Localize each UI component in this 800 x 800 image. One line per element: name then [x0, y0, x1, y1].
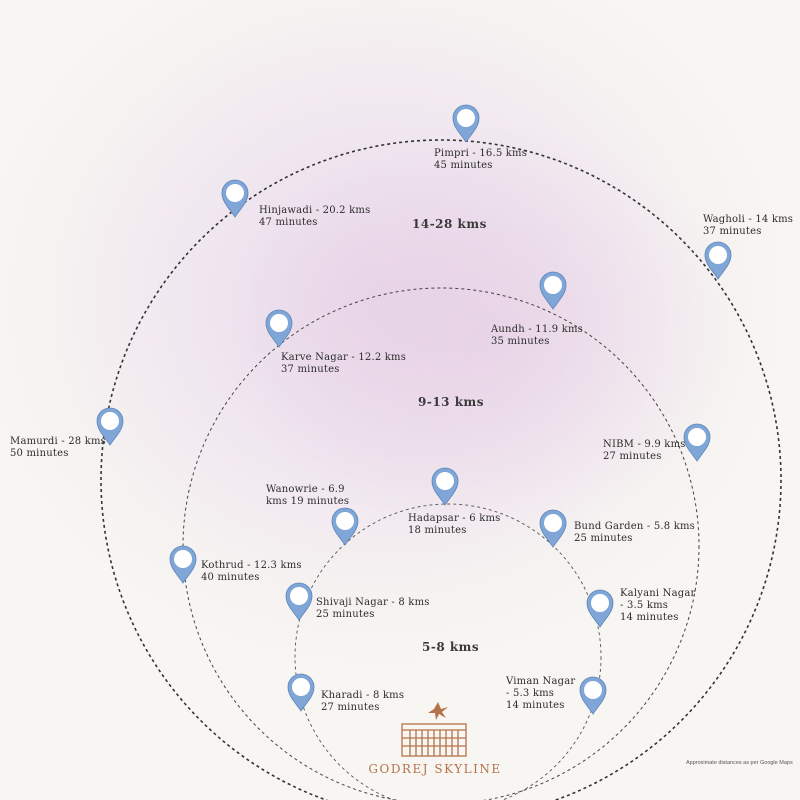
pin-icon[interactable] [286, 672, 316, 712]
location-viman-nagar: Viman Nagar - 5.3 kms 14 minutes [506, 676, 575, 712]
location-time: 45 minutes [434, 160, 493, 171]
location-time: 35 minutes [491, 336, 550, 347]
pin-icon[interactable] [95, 406, 125, 446]
ring-inner [294, 503, 602, 800]
location-name: NIBM - 9.9 kms [603, 439, 686, 450]
location-time: 18 minutes [408, 525, 467, 536]
location-hinjawadi: Hinjawadi - 20.2 kms 47 minutes [259, 205, 370, 229]
location-name: Wagholi - 14 kms [703, 214, 794, 225]
location-nibm: NIBM - 9.9 kms 27 minutes [603, 439, 686, 463]
location-time: kms 19 minutes [266, 496, 350, 507]
location-name: Hadapsar - 6 kms [408, 513, 501, 524]
pin-icon[interactable] [451, 103, 481, 143]
location-name: Hinjawadi - 20.2 kms [259, 205, 371, 216]
pin-icon[interactable] [168, 544, 198, 584]
location-name: Pimpri - 16.5 kms [434, 148, 528, 159]
pin-icon[interactable] [220, 178, 250, 218]
location-shivaji-nagar: Shivaji Nagar - 8 kms 25 minutes [316, 597, 430, 621]
location-kalyani-nagar: Kalyani Nagar - 3.5 kms 14 minutes [620, 588, 696, 624]
location-distance: - 5.3 kms [506, 688, 555, 699]
zone-label-middle: 9-13 kms [418, 395, 484, 409]
pin-icon[interactable] [703, 240, 733, 280]
location-time: 40 minutes [201, 572, 260, 583]
brand-block: GODREJ SKYLINE [360, 700, 510, 776]
location-name: Wanowrie - 6.9 [266, 484, 345, 495]
pin-icon[interactable] [682, 422, 712, 462]
location-name: Karve Nagar - 12.2 kms [281, 352, 407, 363]
distance-note: Approximate distances as per Google Maps [686, 760, 793, 766]
location-time: 25 minutes [574, 533, 633, 544]
pin-icon[interactable] [538, 508, 568, 548]
location-name: Aundh - 11.9 kms [491, 324, 583, 335]
location-kharadi: Kharadi - 8 kms 27 minutes [321, 690, 404, 714]
location-time: 27 minutes [321, 702, 380, 713]
location-wagholi: Wagholi - 14 kms 37 minutes [703, 214, 793, 238]
location-pimpri: Pimpri - 16.5 kms 45 minutes [434, 148, 527, 172]
location-bund-garden: Bund Garden - 5.8 kms 25 minutes [574, 521, 695, 545]
location-time: 37 minutes [281, 364, 340, 375]
location-distance: - 3.5 kms [620, 600, 669, 611]
location-karve-nagar: Karve Nagar - 12.2 kms 37 minutes [281, 352, 406, 376]
zone-label-outer: 14-28 kms [412, 217, 487, 231]
pin-icon[interactable] [585, 588, 615, 628]
location-time: 27 minutes [603, 451, 662, 462]
location-name: Kharadi - 8 kms [321, 690, 405, 701]
location-aundh: Aundh - 11.9 kms 35 minutes [491, 324, 583, 348]
location-time: 47 minutes [259, 217, 318, 228]
location-time: 14 minutes [506, 700, 565, 711]
location-mamurdi: Mamurdi - 28 kms 50 minutes [10, 436, 106, 460]
location-time: 14 minutes [620, 612, 679, 623]
location-time: 37 minutes [703, 226, 762, 237]
pin-icon[interactable] [264, 308, 294, 348]
pin-icon[interactable] [330, 506, 360, 546]
location-wanowrie: Wanowrie - 6.9 kms 19 minutes [266, 484, 349, 508]
pin-icon[interactable] [284, 581, 314, 621]
pin-icon[interactable] [430, 466, 460, 506]
brand-name: GODREJ SKYLINE [368, 762, 502, 776]
location-time: 50 minutes [10, 448, 69, 459]
location-name: Kalyani Nagar [620, 588, 696, 599]
location-hadapsar: Hadapsar - 6 kms 18 minutes [408, 513, 500, 537]
pin-icon[interactable] [578, 675, 608, 715]
location-time: 25 minutes [316, 609, 375, 620]
pin-icon[interactable] [538, 270, 568, 310]
godrej-skyline-logo [401, 702, 467, 757]
location-kothrud: Kothrud - 12.3 kms 40 minutes [201, 560, 302, 584]
location-name: Shivaji Nagar - 8 kms [316, 597, 430, 608]
location-name: Kothrud - 12.3 kms [201, 560, 302, 571]
location-name: Bund Garden - 5.8 kms [574, 521, 695, 532]
zone-label-inner: 5-8 kms [422, 640, 480, 654]
location-name: Viman Nagar [506, 676, 576, 687]
ring-outer [100, 139, 782, 800]
location-name: Mamurdi - 28 kms [10, 436, 107, 447]
